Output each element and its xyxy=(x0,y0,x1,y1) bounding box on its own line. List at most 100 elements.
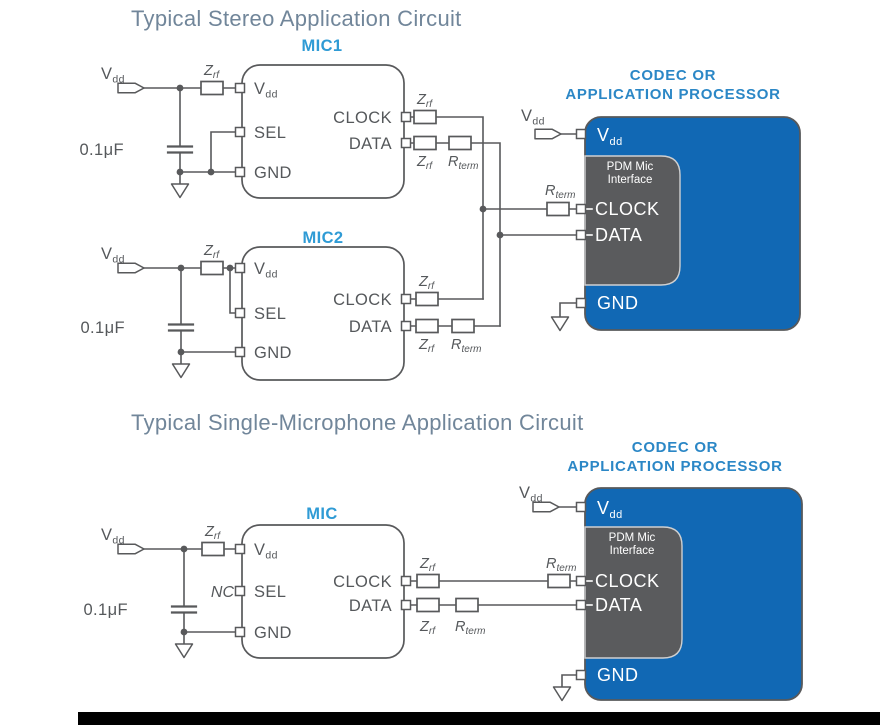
junction-dot xyxy=(479,205,487,213)
resistor-zrf xyxy=(415,291,439,307)
mic1-pin-vdd: Vdd xyxy=(254,80,278,101)
junction-dot xyxy=(176,168,184,176)
pin-square xyxy=(234,126,246,138)
pin-square xyxy=(400,293,412,305)
resistor-zrf xyxy=(413,135,437,151)
pin-square xyxy=(400,137,412,149)
capacitor-label: 0.1μF xyxy=(79,141,124,159)
rterm-label: Rterm xyxy=(455,619,485,637)
pin-square xyxy=(234,543,246,555)
junction-dot xyxy=(207,168,215,176)
pdm-interface-line2: Interface xyxy=(608,174,653,186)
pdm-interface-line2: Interface xyxy=(610,545,655,557)
ground-symbol xyxy=(174,643,194,659)
single-title: Typical Single-Microphone Application Ci… xyxy=(131,410,584,435)
mic1-label: MIC1 xyxy=(301,37,342,55)
mic1-pin-data: DATA xyxy=(349,135,392,153)
junction-dot xyxy=(180,628,188,636)
junction-dot xyxy=(177,348,185,356)
single-mic-circuit: Typical Single-Microphone Application Ci… xyxy=(83,410,803,702)
pin-square xyxy=(234,307,246,319)
zrf-label: Zrf xyxy=(419,619,436,637)
rterm-label: Rterm xyxy=(546,556,576,574)
resistor-zrf xyxy=(201,541,225,557)
pin-square xyxy=(234,626,246,638)
pdm-interface-box xyxy=(584,526,683,659)
stereo-title: Typical Stereo Application Circuit xyxy=(131,6,462,31)
resistor-rterm xyxy=(448,135,472,151)
pin-square xyxy=(575,128,587,140)
mic2-pin-sel: SEL xyxy=(254,305,286,323)
bottom-divider-bar xyxy=(78,712,880,725)
mic-pin-vdd: Vdd xyxy=(254,541,278,562)
pdm-interface-box xyxy=(584,155,681,286)
codec-pin-clock: CLOCK xyxy=(595,199,660,219)
mic2-pin-data: DATA xyxy=(349,318,392,336)
pin-square xyxy=(575,297,587,309)
codec-pin-data: DATA xyxy=(595,225,642,245)
pin-square xyxy=(400,320,412,332)
vdd-source-label: Vdd xyxy=(101,65,125,86)
codec-pin-vdd: Vdd xyxy=(597,498,623,521)
mic2-pin-vdd: Vdd xyxy=(254,260,278,281)
nc-label: NC xyxy=(211,584,235,601)
junction-dot xyxy=(226,264,234,272)
mic2-pin-gnd: GND xyxy=(254,344,292,362)
resistor-zrf xyxy=(200,260,224,276)
mic-pin-gnd: GND xyxy=(254,624,292,642)
pin-square xyxy=(575,203,587,215)
pin-square xyxy=(575,599,587,611)
resistor-rterm xyxy=(455,597,479,613)
pin-square xyxy=(575,229,587,241)
pin-square xyxy=(400,111,412,123)
codec-pin-gnd: GND xyxy=(597,293,639,313)
mic2-label: MIC2 xyxy=(302,229,343,247)
zrf-label: Zrf xyxy=(204,524,221,542)
zrf-label: Zrf xyxy=(418,337,435,355)
zrf-label: Zrf xyxy=(416,154,433,172)
pin-square xyxy=(575,501,587,513)
resistor-zrf xyxy=(416,573,440,589)
pin-square xyxy=(234,82,246,94)
mic2-pin-clock: CLOCK xyxy=(333,291,392,309)
data-bus-wire xyxy=(405,142,501,327)
pdm-interface-line1: PDM Mic xyxy=(609,532,656,544)
mic-pin-sel: SEL xyxy=(254,583,286,601)
vdd-source-label: Vdd xyxy=(101,245,125,266)
codec-pin-data: DATA xyxy=(595,595,642,615)
rterm-label: Rterm xyxy=(451,337,481,355)
gnd-wire xyxy=(559,302,578,318)
junction-dot xyxy=(180,545,188,553)
sel-vdd-tie-wire xyxy=(229,267,237,314)
resistor-zrf xyxy=(200,80,224,96)
junction-dot xyxy=(496,231,504,239)
resistor-zrf xyxy=(416,597,440,613)
codec-heading-line2: APPLICATION PROCESSOR xyxy=(567,458,782,475)
zrf-label: Zrf xyxy=(419,556,436,574)
pin-square xyxy=(234,346,246,358)
pin-square xyxy=(400,575,412,587)
junction-dot xyxy=(176,84,184,92)
mic1-pin-sel: SEL xyxy=(254,124,286,142)
pin-square xyxy=(234,262,246,274)
vdd-source-label: Vdd xyxy=(521,107,545,128)
pdm-interface-line1: PDM Mic xyxy=(607,161,654,173)
capacitor-label: 0.1μF xyxy=(83,601,128,619)
mic-pin-clock: CLOCK xyxy=(333,573,392,591)
mic1-pin-clock: CLOCK xyxy=(333,109,392,127)
resistor-rterm xyxy=(547,573,571,589)
ground-symbol xyxy=(552,686,572,702)
zrf-label: Zrf xyxy=(418,274,435,292)
capacitor-label: 0.1μF xyxy=(80,319,125,337)
codec-heading-line1: CODEC OR xyxy=(632,439,718,456)
codec-pin-gnd: GND xyxy=(597,665,639,685)
codec-top-wires xyxy=(559,133,578,318)
codec-heading-line2: APPLICATION PROCESSOR xyxy=(565,86,780,103)
zrf-label: Zrf xyxy=(203,243,220,261)
pin-square xyxy=(575,575,587,587)
vdd-source-label: Vdd xyxy=(101,526,125,547)
sel-gnd-tie-wire xyxy=(210,131,237,173)
ground-symbol xyxy=(550,316,570,332)
pin-square xyxy=(575,669,587,681)
